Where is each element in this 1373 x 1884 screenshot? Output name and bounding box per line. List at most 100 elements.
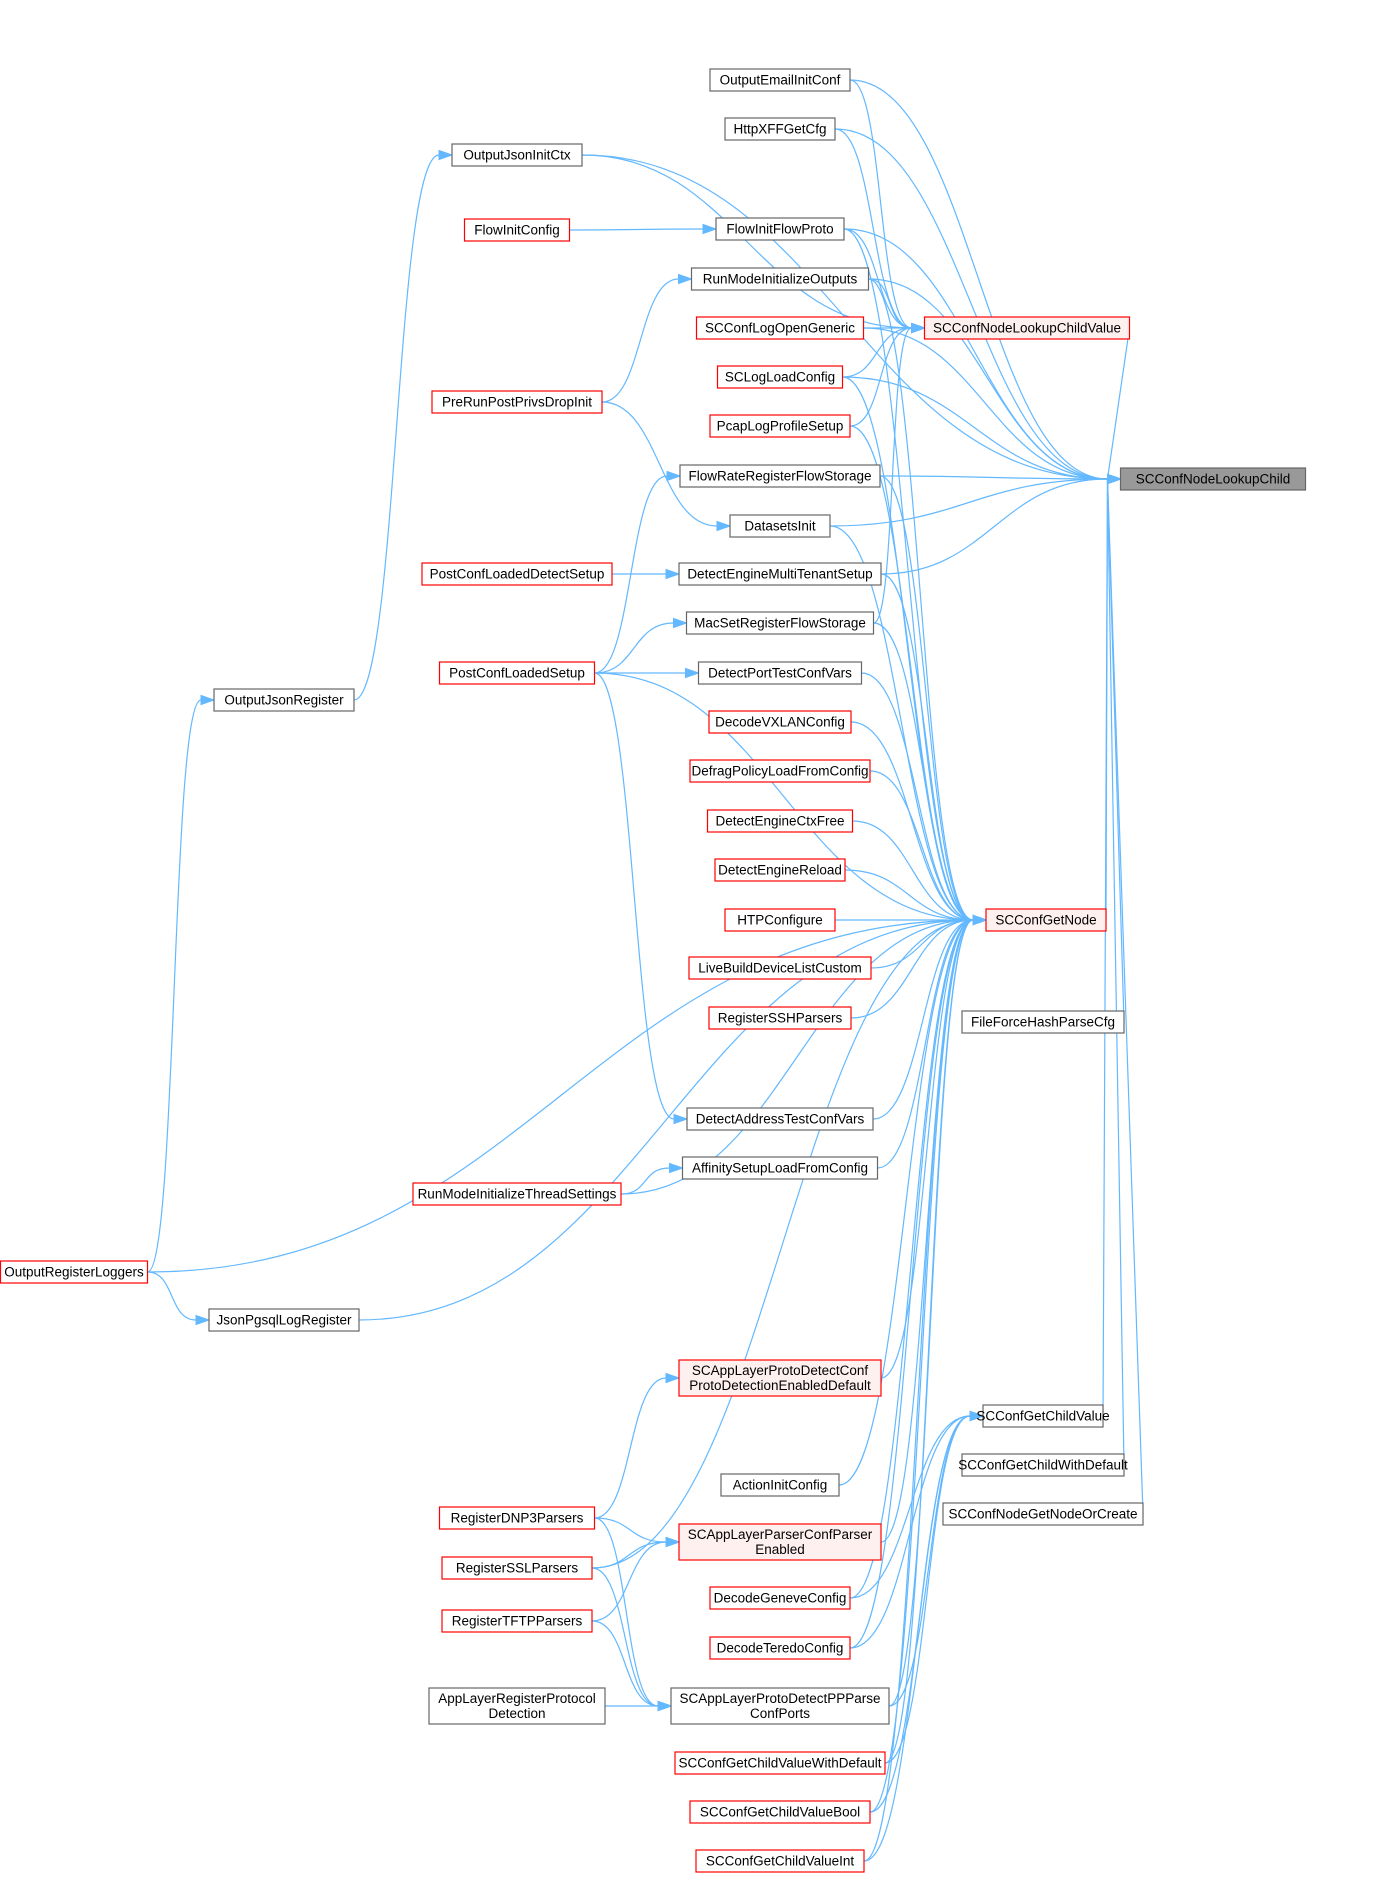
node-dgc[interactable]: DecodeGeneveConfig xyxy=(709,1586,851,1610)
node-label: AffinitySetupLoadFromConfig xyxy=(692,1161,868,1176)
node-box xyxy=(678,562,882,586)
node-box xyxy=(724,117,836,141)
node-box xyxy=(720,1473,840,1497)
edge-aslfc-to-gn xyxy=(877,914,988,1169)
edge-ojr-to-ojic xyxy=(353,149,454,701)
node-rmits[interactable]: RunModeInitializeThreadSettings xyxy=(412,1182,622,1206)
node-label: SCConfGetNode xyxy=(995,913,1096,928)
node-box xyxy=(679,464,881,488)
node-hxff[interactable]: HttpXFFGetCfg xyxy=(724,117,836,141)
node-ojic[interactable]: OutputJsonInitCtx xyxy=(451,143,583,167)
node-label: RunModeInitializeOutputs xyxy=(703,272,858,287)
node-dsi[interactable]: DatasetsInit xyxy=(729,514,831,538)
node-label: DatasetsInit xyxy=(744,519,816,534)
node-rmio[interactable]: RunModeInitializeOutputs xyxy=(690,267,870,291)
node-box xyxy=(689,1800,871,1824)
edge-rmio-to-root xyxy=(868,278,1123,485)
edge-gcvi-to-gn xyxy=(863,914,988,1862)
node-label: DetectPortTestConfVars xyxy=(708,666,852,681)
node-aslfc[interactable]: AffinitySetupLoadFromConfig xyxy=(681,1156,879,1180)
node-rssh[interactable]: RegisterSSHParsers xyxy=(708,1006,852,1030)
node-label: PcapLogProfileSetup xyxy=(717,419,844,434)
node-ngnoc[interactable]: SCConfNodeGetNodeOrCreate xyxy=(942,1502,1144,1526)
node-label: SCLogLoadConfig xyxy=(725,370,835,385)
node-box xyxy=(213,688,355,712)
node-gcvb[interactable]: SCConfGetChildValueBool xyxy=(689,1800,871,1824)
node-rssl[interactable]: RegisterSSLParsers xyxy=(441,1556,593,1580)
node-lcv[interactable]: SCConfNodeLookupChildValue xyxy=(923,316,1131,340)
node-box xyxy=(674,1751,886,1775)
edge-pcls-to-msrfs xyxy=(594,617,689,674)
node-der[interactable]: DetectEngineReload xyxy=(714,858,846,882)
node-jpg[interactable]: JsonPgsqlLogRegister xyxy=(208,1308,360,1332)
node-sllc[interactable]: SCLogLoadConfig xyxy=(716,365,844,389)
node-label: FlowInitFlowProto xyxy=(726,222,833,237)
node-frrfs[interactable]: FlowRateRegisterFlowStorage xyxy=(679,464,881,488)
arrowhead xyxy=(702,223,718,235)
node-ojr[interactable]: OutputJsonRegister xyxy=(213,688,355,712)
edge-appp-to-gn xyxy=(888,914,988,1707)
node-root[interactable]: SCConfNodeLookupChild xyxy=(1119,467,1307,491)
node-box xyxy=(724,908,836,932)
node-rtftp[interactable]: RegisterTFTPParsers xyxy=(441,1609,593,1633)
node-gcwd[interactable]: SCConfGetChildWithDefault xyxy=(958,1453,1128,1477)
node-demts[interactable]: DetectEngineMultiTenantSetup xyxy=(678,562,882,586)
node-apdc[interactable]: SCAppLayerProtoDetectConfProtoDetectionE… xyxy=(678,1359,882,1397)
node-plps[interactable]: PcapLogProfileSetup xyxy=(709,414,851,438)
node-dplfc[interactable]: DefragPolicyLoadFromConfig xyxy=(689,759,871,783)
arrowhead xyxy=(673,1113,689,1125)
node-pcld[interactable]: PostConfLoadedDetectSetup xyxy=(421,562,613,586)
node-oeic[interactable]: OutputEmailInitConf xyxy=(709,68,851,92)
node-msrfs[interactable]: MacSetRegisterFlowStorage xyxy=(685,611,875,635)
node-label: ProtoDetectionEnabledDefault xyxy=(689,1378,871,1393)
node-sclog[interactable]: SCConfLogOpenGeneric xyxy=(695,316,865,340)
node-gcvwd[interactable]: SCConfGetChildValueWithDefault xyxy=(674,1751,886,1775)
node-lbdl[interactable]: LiveBuildDeviceListCustom xyxy=(688,956,872,980)
node-fic[interactable]: FlowInitConfig xyxy=(463,218,571,242)
node-box xyxy=(729,514,831,538)
node-gcv[interactable]: SCConfGetChildValue xyxy=(976,1404,1110,1428)
node-rdnp3[interactable]: RegisterDNP3Parsers xyxy=(438,1506,596,1530)
edge-rdnp3-to-appp xyxy=(594,1517,673,1712)
node-fifp[interactable]: FlowInitFlowProto xyxy=(715,217,845,241)
node-dtc[interactable]: DecodeTeredoConfig xyxy=(709,1636,851,1660)
node-dptcv[interactable]: DetectPortTestConfVars xyxy=(697,661,863,685)
arrowhead xyxy=(685,667,701,679)
node-box xyxy=(709,1586,851,1610)
edge-orl-to-jpg xyxy=(147,1271,211,1326)
edge-frrfs-to-gn xyxy=(879,475,988,926)
node-pcls[interactable]: PostConfLoadedSetup xyxy=(438,661,596,685)
node-datcv[interactable]: DetectAddressTestConfVars xyxy=(686,1107,874,1131)
node-label: Enabled xyxy=(755,1542,805,1557)
node-decf[interactable]: DetectEngineCtxFree xyxy=(706,809,854,833)
node-gn[interactable]: SCConfGetNode xyxy=(985,908,1107,932)
edge-decf-to-gn xyxy=(852,820,988,926)
node-aic[interactable]: ActionInitConfig xyxy=(720,1473,840,1497)
node-orl[interactable]: OutputRegisterLoggers xyxy=(0,1260,149,1284)
edge-jpg-to-gn xyxy=(358,914,988,1321)
node-box xyxy=(714,858,846,882)
node-label: SCAppLayerParserConfParser xyxy=(688,1527,873,1542)
node-dvx[interactable]: DecodeVXLANConfig xyxy=(708,710,852,734)
edge-pcld-to-demts xyxy=(612,568,681,580)
node-box xyxy=(681,1156,879,1180)
node-box xyxy=(716,365,844,389)
node-box xyxy=(686,1107,874,1131)
node-label: DecodeVXLANConfig xyxy=(715,715,845,730)
node-gcvi[interactable]: SCConfGetChildValueInt xyxy=(695,1849,865,1873)
node-htp[interactable]: HTPConfigure xyxy=(724,908,836,932)
node-box xyxy=(690,267,870,291)
node-label: LiveBuildDeviceListCustom xyxy=(698,961,862,976)
node-label: RegisterSSHParsers xyxy=(718,1011,843,1026)
node-ffh[interactable]: FileForceHashParseCfg xyxy=(961,1010,1125,1034)
node-prpp[interactable]: PreRunPostPrivsDropInit xyxy=(431,390,603,414)
node-label: PostConfLoadedDetectSetup xyxy=(430,567,605,582)
edge-pcls-to-dptcv xyxy=(594,667,701,679)
node-label: PostConfLoadedSetup xyxy=(449,666,585,681)
node-label: OutputRegisterLoggers xyxy=(4,1265,144,1280)
node-box xyxy=(678,1523,882,1561)
